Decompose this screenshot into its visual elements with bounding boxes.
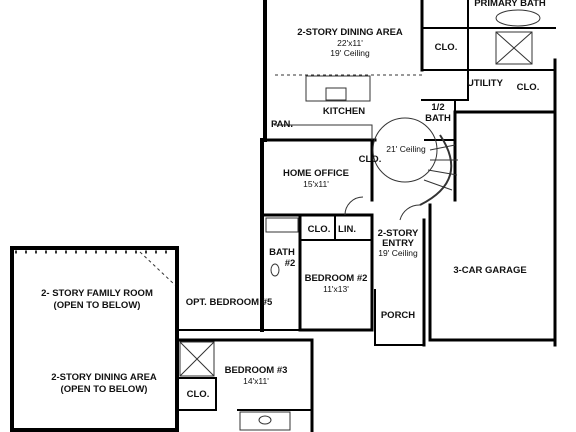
dining-upper-size: 22'x11' (337, 38, 363, 48)
dining-lower-label-a: 2-STORY DINING AREA (51, 372, 157, 383)
shower (495, 31, 533, 65)
family-diagonal (139, 251, 176, 286)
entry-ceiling-label: 19' Ceiling (378, 248, 418, 258)
dining-lower-label-b: (OPEN TO BELOW) (61, 384, 148, 395)
linen-label: LIN. (338, 224, 356, 235)
half-bath-label-a: 1/2 (431, 102, 444, 113)
kitchen-sink (325, 87, 347, 101)
dining-upper-label: 2-STORY DINING AREA (297, 27, 403, 38)
family-room-label-b: (OPEN TO BELOW) (54, 300, 141, 311)
bed3-closet-walls (176, 377, 217, 411)
entry-label-a: 2-STORY (378, 228, 419, 239)
primary-bath-label: PRIMARY BATH (474, 0, 546, 9)
half-bath-walls (424, 99, 456, 141)
bottom-sink-counter (239, 411, 291, 431)
closet-office-label: CLO. (359, 154, 382, 165)
bedroom2-size: 11'x13' (323, 284, 349, 294)
rotunda (372, 117, 438, 183)
family-room-wall (10, 246, 179, 432)
bedroom3-label: BEDROOM #3 (225, 365, 288, 376)
bedroom3-size: 14'x11' (243, 376, 269, 386)
shower-x (495, 31, 533, 65)
home-office-size: 15'x11' (303, 179, 329, 189)
primary-tub (495, 9, 541, 27)
bed3-xbox-x (179, 341, 215, 377)
bottom-sink (258, 415, 272, 425)
entry-door-swing (399, 204, 421, 221)
porch-walls (374, 289, 425, 346)
bath2-tub (265, 217, 299, 233)
kitchen-counter (274, 124, 373, 140)
closet-bed3-label: CLO. (187, 389, 210, 400)
room-labels: 2-STORY DINING AREA 22'x11' 19' Ceiling … (41, 0, 546, 400)
porch-label: PORCH (381, 310, 415, 321)
bed3-xbox (179, 341, 215, 377)
garage-label: 3-CAR GARAGE (453, 265, 526, 276)
opt-bedroom5-label: OPT. BEDROOM #5 (186, 297, 273, 308)
main-left-wall (260, 0, 267, 332)
entry-label-b: ENTRY (382, 238, 415, 249)
kitchen-label: KITCHEN (323, 106, 365, 117)
office-door-swing (344, 196, 364, 216)
home-office-label: HOME OFFICE (283, 168, 349, 179)
stair-curve (419, 134, 453, 206)
family-room-label-a: 2- STORY FAMILY ROOM (41, 288, 153, 299)
walls (10, 0, 557, 432)
half-bath-label-b: BATH (425, 113, 451, 124)
dining-upper-ceiling: 19' Ceiling (330, 48, 370, 58)
stair-treads (423, 144, 458, 191)
bedroom2-label: BEDROOM #2 (305, 273, 368, 284)
closet-divider (299, 214, 373, 241)
kitchen-island (305, 75, 371, 102)
closet-bed2-label: CLO. (308, 224, 331, 235)
fixtures (15, 9, 541, 431)
bedroom3-walls (175, 338, 314, 432)
pantry-label: PAN. (271, 119, 293, 130)
bath2-label-a: BATH (269, 247, 295, 258)
bath2-toilet (270, 263, 280, 277)
rotunda-ceiling-label: 21' Ceiling (386, 144, 426, 154)
closet-bath-label: CLO. (435, 42, 458, 53)
bath2-label-b: #2 (285, 258, 296, 269)
utility-label: UTILITY (467, 78, 504, 89)
closet-utility-label: CLO. (517, 82, 540, 93)
